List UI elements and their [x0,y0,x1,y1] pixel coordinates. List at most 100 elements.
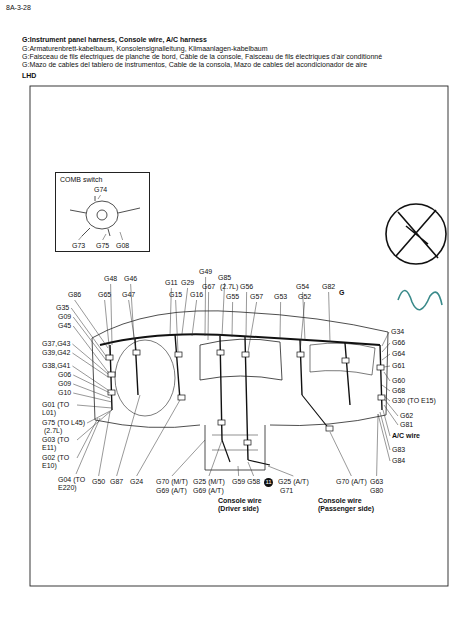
leader-line [99,412,110,476]
callout-number: G24 [130,478,143,486]
callout-number: G73 [72,242,85,250]
leader-line [208,292,210,340]
leader-line [73,317,106,360]
leader-line [103,234,106,240]
leader-line [120,232,123,240]
callout-number: G65 [98,291,111,299]
callout-number: G03 (TO E11) [42,436,75,452]
leader-line [72,353,108,377]
meter-area [115,340,175,416]
callout-number: G68 [392,387,405,395]
harness-name: Console wire (Passenger side) [318,497,388,513]
callout-number: G62 [400,412,413,420]
leader-line [222,283,225,336]
leader-line [117,395,140,476]
callout-number: G06 [58,371,71,379]
callout-number: G74 [94,186,107,194]
box-title: COMB switch [56,173,149,187]
leader-line [383,410,390,436]
callout-number: G84 [392,457,405,465]
callout-number: G49 [199,268,212,276]
subtitle: G:Mazo de cables del tablero de instrume… [22,61,367,69]
callout-number: G60 [392,377,405,385]
callout-number: G16 [190,291,203,299]
callout-number: G82 [322,283,335,291]
center-panel [200,339,282,380]
leader-line [192,300,197,336]
callout-number: G53 [274,293,287,301]
callout-number: G58 [247,478,260,486]
callout-number: G69 (A/T) [193,487,224,495]
circled-number: 11 [264,478,273,487]
leader-line [246,292,248,337]
callout-number: G55 [226,293,239,301]
leader-line [72,366,108,390]
callout-number: G75 [96,242,109,250]
leader-line [137,400,180,476]
leader-line [176,300,178,352]
callout-number: G01 (TO L01) [42,401,75,417]
leader-line [76,418,100,474]
subtitle: G:Faisceau de fils électriques de planch… [22,53,382,61]
callout-number: G70 (A/T) [336,478,367,486]
callout-number: (2.7L) [220,283,238,291]
leader-line [384,366,390,367]
callout-number: (2.7L) [44,427,62,435]
callout-number: G71 [280,487,293,495]
page-number: 8A-3-28 [6,4,31,12]
leader-line [182,288,188,334]
leader-line [248,462,254,476]
leader-line [73,393,112,402]
callout-number: G81 [400,421,413,429]
glove-box [310,343,375,375]
callout-number: G47 [122,291,135,299]
console-wire [222,395,330,465]
console-detail [212,435,258,450]
leader-line [129,300,136,350]
leader-line [300,302,305,352]
callout-number: G37,G43 [42,340,70,348]
callout-number: G63 [370,478,383,486]
leader-line [73,375,110,393]
subtitle: G:Armaturenbrett-kabelbaum, Konsolensign… [22,45,268,53]
callout-number: G30 (TO E15) [392,397,436,405]
leader-line [79,236,82,240]
callout-number: G10 [58,389,71,397]
callout-number: G46 [124,275,137,283]
leader-line [378,414,390,461]
callout-number: G54 [296,283,309,291]
leader-line [209,440,222,476]
leader-line [377,414,378,476]
callout-number: G04 (TO E220) [58,476,94,492]
callout-number: G08 [116,242,129,250]
leader-line [382,332,389,346]
leader-line [382,343,390,352]
main-harness [100,334,380,345]
callout-number: G45 [58,322,71,330]
callout-number: G50 [92,478,105,486]
leader-line [98,195,101,199]
dash-left [92,338,200,428]
callout-number: G83 [392,446,405,454]
leader-line [73,384,110,398]
callout-number: G70 (M/T) [156,478,188,486]
frame [30,86,448,586]
diagram-title: G:Instrument panel harness, Console wire… [22,36,207,44]
leader-line [232,302,234,337]
leader-line [248,302,257,352]
leader-line [172,440,205,476]
view-arrow-letter: G [339,289,344,297]
callout-number: G87 [110,478,123,486]
callout-number: G02 (TO E10) [42,454,75,470]
callout-number: G67 [202,283,215,291]
leader-line [330,432,351,476]
switch-box: COMB switch [55,172,150,252]
callout-number: G66 [392,339,405,347]
leader-line [77,405,112,408]
callout-number: G25 (M/T) [193,478,225,486]
callout-number: G38,G41 [42,362,70,370]
leader-line [71,308,106,356]
dash-top [92,311,388,338]
